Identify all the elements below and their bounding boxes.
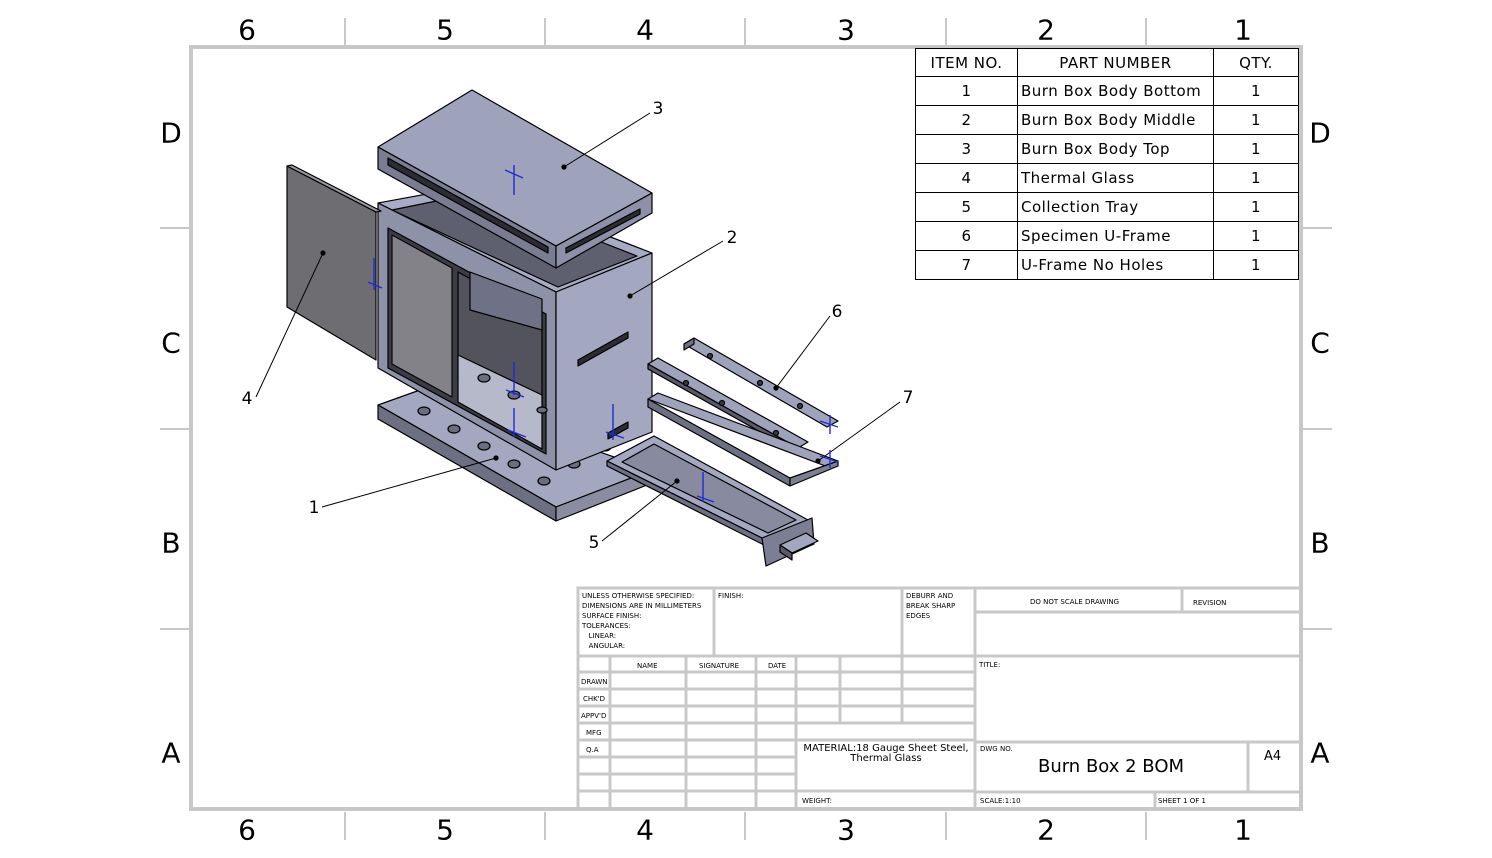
bom-qty: 1	[1213, 221, 1299, 251]
balloon-7: 7	[902, 388, 914, 408]
col-signature-label: SIGNATURE	[699, 662, 740, 670]
table-row: 2 Burn Box Body Middle 1	[915, 105, 1299, 135]
part-thermal-glass	[286, 164, 382, 361]
zone-row-a-left: A	[161, 736, 181, 770]
bom-part-number: Burn Box Body Bottom	[1017, 76, 1214, 106]
balloon-4: 4	[241, 389, 253, 409]
revision-label: REVISION	[1193, 599, 1227, 607]
deburr-label: DEBURR AND BREAK SHARP EDGES	[906, 592, 956, 620]
zone-col-3-bottom: 3	[837, 813, 855, 847]
leader-lines	[255, 112, 901, 542]
zone-col-6-bottom: 6	[238, 813, 256, 847]
title-block-grid	[576, 586, 1303, 811]
scale-label: SCALE:1:10	[980, 797, 1021, 805]
table-row: 3 Burn Box Body Top 1	[915, 134, 1299, 164]
bom-part-number: Thermal Glass	[1017, 163, 1214, 193]
zone-col-2-top: 2	[1037, 13, 1055, 47]
title-label: TITLE:	[979, 661, 1001, 669]
zone-col-6-top: 6	[238, 13, 256, 47]
part-specimen-u-frame	[647, 337, 839, 454]
zone-col-4-top: 4	[636, 13, 654, 47]
table-row: 5 Collection Tray 1	[915, 192, 1299, 222]
zone-col-1-top: 1	[1234, 13, 1252, 47]
bom-header-qty: QTY.	[1213, 48, 1299, 77]
table-row: 1 Burn Box Body Bottom 1	[915, 76, 1299, 106]
zone-col-5-bottom: 5	[436, 813, 454, 847]
material-label: MATERIAL:18 Gauge Sheet Steel, Thermal G…	[803, 743, 969, 764]
zone-ticks	[160, 18, 1332, 840]
zone-col-4-bottom: 4	[636, 813, 654, 847]
part-collection-tray	[606, 435, 819, 567]
bom-header-part-number: PART NUMBER	[1017, 48, 1214, 77]
bom-qty: 1	[1213, 105, 1299, 135]
sheet-size: A4	[1264, 749, 1282, 764]
bom-item-no: 7	[915, 250, 1018, 280]
bom-item-no: 6	[915, 221, 1018, 251]
bom-part-number: Burn Box Body Middle	[1017, 105, 1214, 135]
balloon-2: 2	[726, 228, 738, 248]
finish-label: FINISH:	[718, 592, 744, 600]
bom-item-no: 2	[915, 105, 1018, 135]
bom-part-number: Specimen U-Frame	[1017, 221, 1214, 251]
sheet-number-label: SHEET 1 OF 1	[1158, 797, 1206, 805]
bom-part-number: Collection Tray	[1017, 192, 1214, 222]
zone-col-2-bottom: 2	[1037, 813, 1055, 847]
zone-row-b-right: B	[1310, 526, 1330, 560]
table-row: 7 U-Frame No Holes 1	[915, 250, 1299, 280]
bom-item-no: 5	[915, 192, 1018, 222]
do-not-scale-label: DO NOT SCALE DRAWING	[1030, 598, 1120, 606]
row-drawn-label: DRAWN	[581, 678, 608, 686]
bom-part-number: Burn Box Body Top	[1017, 134, 1214, 164]
balloon-1: 1	[308, 498, 320, 518]
tolerance-notes: UNLESS OTHERWISE SPECIFIED: DIMENSIONS A…	[582, 592, 702, 650]
zone-col-5-top: 5	[436, 13, 454, 47]
zone-row-c-left: C	[161, 326, 181, 360]
row-qa-label: Q.A	[586, 746, 599, 754]
bom-header-row: ITEM NO. PART NUMBER QTY.	[915, 48, 1299, 77]
dwg-no-label: DWG NO.	[980, 745, 1013, 753]
part-u-frame-no-holes	[647, 392, 839, 487]
row-checked-label: CHK'D	[583, 695, 606, 703]
row-mfg-label: MFG	[586, 729, 602, 737]
col-date-label: DATE	[768, 662, 787, 670]
zone-col-1-bottom: 1	[1234, 813, 1252, 847]
zone-row-b-left: B	[161, 526, 181, 560]
table-row: 4 Thermal Glass 1	[915, 163, 1299, 193]
part-burn-box-body-top	[377, 89, 653, 269]
bom-item-no: 1	[915, 76, 1018, 106]
assembly-view	[255, 89, 901, 567]
bom-item-no: 3	[915, 134, 1018, 164]
balloon-6: 6	[831, 302, 843, 322]
leader-dots	[320, 164, 821, 484]
zone-row-a-right: A	[1310, 736, 1330, 770]
col-name-label: NAME	[637, 662, 658, 670]
bom-qty: 1	[1213, 76, 1299, 106]
bill-of-materials-table: ITEM NO. PART NUMBER QTY. 1 Burn Box Bod…	[915, 48, 1299, 280]
zone-row-d-left: D	[160, 116, 182, 150]
zone-col-3-top: 3	[837, 13, 855, 47]
row-approved-label: APPV'D	[581, 712, 607, 720]
table-row: 6 Specimen U-Frame 1	[915, 221, 1299, 251]
balloon-5: 5	[588, 533, 600, 553]
bom-header-item-no: ITEM NO.	[915, 48, 1018, 77]
balloon-3: 3	[652, 99, 664, 119]
zone-row-d-right: D	[1309, 116, 1331, 150]
bom-qty: 1	[1213, 250, 1299, 280]
drawing-number: Burn Box 2 BOM	[1037, 756, 1185, 777]
bom-qty: 1	[1213, 192, 1299, 222]
zone-row-c-right: C	[1310, 326, 1330, 360]
bom-item-no: 4	[915, 163, 1018, 193]
bom-part-number: U-Frame No Holes	[1017, 250, 1214, 280]
bom-qty: 1	[1213, 134, 1299, 164]
weight-label: WEIGHT:	[802, 797, 832, 805]
triad-markers	[367, 165, 839, 503]
bom-qty: 1	[1213, 163, 1299, 193]
